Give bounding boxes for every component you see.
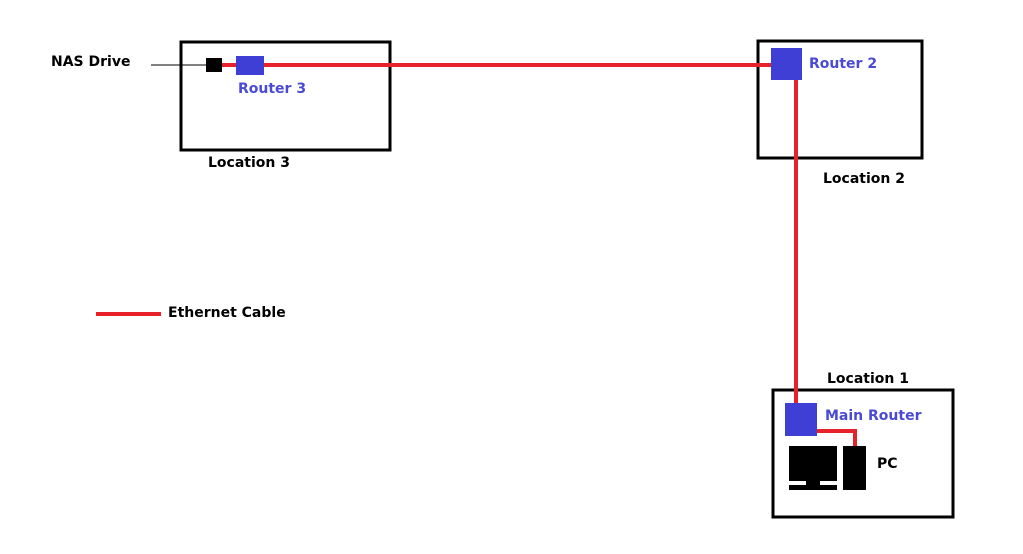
nas-drive-label: NAS Drive (51, 54, 131, 70)
router-3-icon (236, 56, 264, 75)
cable-main-pc (817, 429, 857, 446)
router-2-icon (771, 48, 802, 80)
location-1-box (771, 388, 955, 519)
router-3-label: Router 3 (238, 81, 307, 97)
main-router-icon (785, 403, 817, 436)
location-2-box (756, 39, 924, 160)
pc-icon (789, 446, 866, 490)
location-3-box (179, 40, 392, 152)
main-router-label: Main Router (825, 408, 922, 424)
location-2-label: Location 2 (823, 171, 905, 187)
pc-label: PC (877, 456, 898, 472)
location-1-label: Location 1 (827, 371, 909, 387)
router-2-label: Router 2 (809, 56, 878, 72)
legend-cable-label: Ethernet Cable (168, 305, 286, 321)
nas-drive-icon (206, 58, 222, 72)
location-3-label: Location 3 (208, 155, 290, 171)
